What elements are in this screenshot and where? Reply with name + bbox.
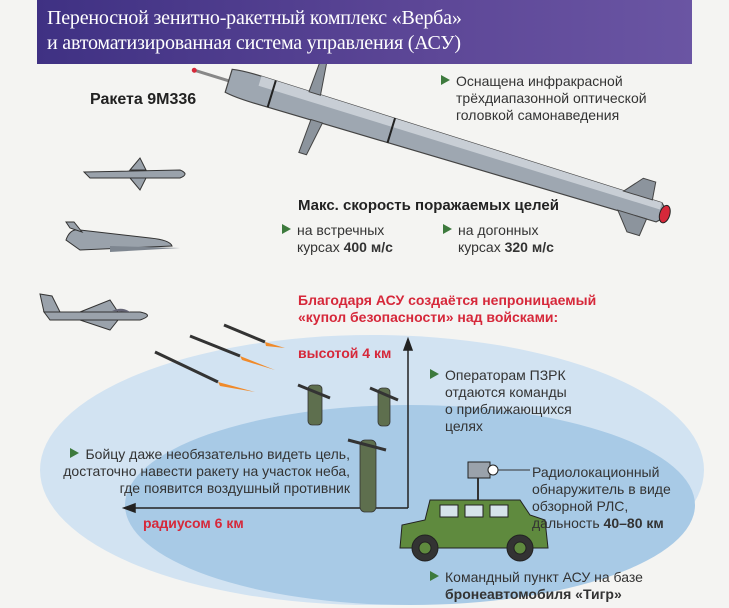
- tigr-vehicle-icon: [399, 461, 549, 562]
- fighter-line1: Бойцу даже необязательно видеть цель,: [85, 446, 350, 462]
- dome-title-line2: «купол безопасности» над войсками:: [298, 309, 559, 325]
- bullet-icon: [441, 75, 450, 85]
- dome-height: высотой 4 км: [298, 345, 392, 361]
- fighter-line3: где появится воздушный противник: [119, 480, 350, 496]
- bullet-icon: [282, 224, 291, 234]
- pursuit-line1: на догонных: [458, 222, 539, 238]
- pursuit-prefix: курсах: [458, 239, 501, 255]
- command-note: Командный пункт АСУ на базе бронеавтомоб…: [430, 569, 643, 603]
- head-on-value: 400 м/с: [343, 239, 393, 255]
- operators-line3: о приближающихся: [445, 401, 572, 417]
- speed-head-on: на встречных курсах 400 м/с: [282, 222, 393, 256]
- radar-line1: Радиолокационный: [532, 464, 660, 480]
- missile-label: Ракета 9М336: [90, 91, 197, 108]
- bullet-icon: [443, 224, 452, 234]
- bullet-icon: [70, 448, 80, 458]
- seeker-line1: Оснащена инфракрасной: [456, 73, 623, 89]
- fighter-jet-icon: [39, 293, 148, 331]
- launched-missiles: [154, 323, 266, 384]
- radar-range-value: 40–80 км: [603, 515, 664, 531]
- missile-9m336-image: [191, 56, 671, 237]
- dome-title: Благодаря АСУ создаётся непроницаемый «к…: [298, 292, 596, 326]
- page-title-line2: и автоматизированная система управления …: [47, 32, 461, 54]
- command-line2: бронеавтомобиля «Тигр»: [445, 586, 622, 602]
- command-line1: Командный пункт АСУ на базе: [445, 569, 643, 585]
- page-title-line1: Переносной зенитно-ракетный комплекс «Ве…: [47, 7, 462, 29]
- drone-icon: [65, 221, 180, 252]
- radar-line3: обзорной РЛС,: [532, 498, 629, 514]
- seeker-line3: головкой самонаведения: [456, 107, 620, 123]
- bullet-icon: [430, 571, 439, 581]
- dome-inner: [125, 405, 695, 605]
- head-on-prefix: курсах: [297, 239, 340, 255]
- pursuit-value: 320 м/с: [504, 239, 554, 255]
- seeker-line2: трёхдиапазонной оптической: [456, 90, 647, 106]
- operators-note: Операторам ПЗРК отдаются команды о прибл…: [430, 367, 572, 435]
- bullet-icon: [430, 369, 439, 379]
- speed-pursuit: на догонных курсах 320 м/с: [443, 222, 554, 256]
- fighter-note: Бойцу даже необязательно видеть цель, до…: [30, 446, 350, 497]
- seeker-note: Оснащена инфракрасной трёхдиапазонной оп…: [441, 73, 647, 124]
- cruise-missile-icon: [82, 157, 186, 191]
- radar-note: Радиолокационный обнаружитель в виде обз…: [532, 464, 671, 532]
- fighter-line2: достаточно навести ракету на участок неб…: [63, 463, 350, 479]
- speed-title: Макс. скорость поражаемых целей: [298, 197, 559, 214]
- exhaust-flames: [218, 342, 285, 392]
- soldiers-icon: [297, 383, 399, 513]
- radar-range-prefix: дальность: [532, 515, 600, 531]
- dome-radius: радиусом 6 км: [143, 515, 244, 531]
- dome-title-line1: Благодаря АСУ создаётся непроницаемый: [298, 292, 597, 308]
- operators-line2: отдаются команды: [445, 384, 567, 400]
- operators-line4: целях: [445, 418, 483, 434]
- operators-line1: Операторам ПЗРК: [445, 367, 566, 383]
- head-on-line1: на встречных: [297, 222, 385, 238]
- radar-line2: обнаружитель в виде: [532, 481, 671, 497]
- header-banner: Переносной зенитно-ракетный комплекс «Ве…: [37, 0, 692, 64]
